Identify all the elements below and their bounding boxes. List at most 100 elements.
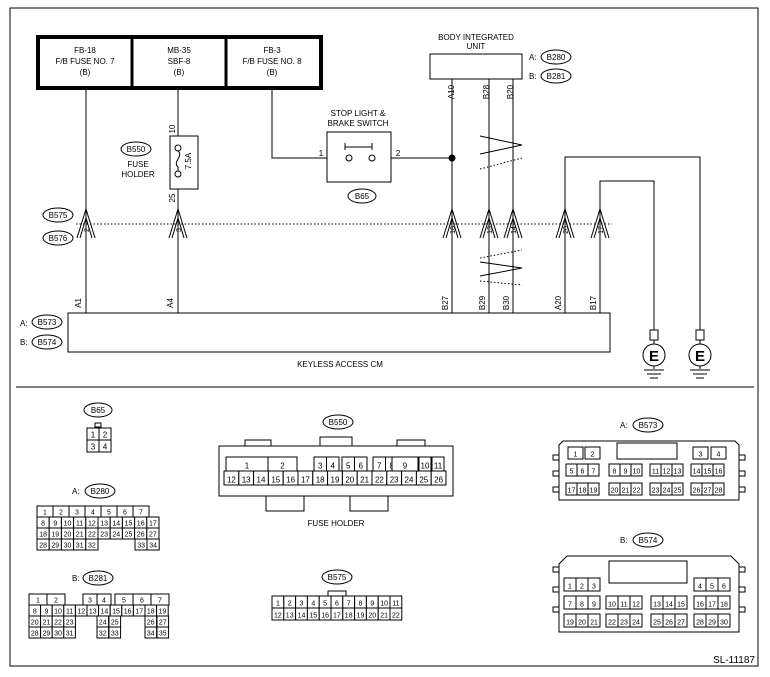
connector-view-tag (82, 570, 114, 586)
pin-number: 13 (89, 609, 97, 616)
pin-number: 5 (346, 462, 351, 471)
pin-number: 28 (31, 631, 39, 638)
pin-number: 14 (257, 476, 266, 485)
pin-number: 31 (76, 543, 84, 550)
connector-tag-b574 (31, 334, 63, 350)
pin-number: 7 (139, 510, 143, 517)
pin-number: 7 (158, 598, 162, 605)
pin-number: 16 (321, 613, 329, 620)
pin-number: 2 (591, 452, 595, 459)
pin-number: 23 (620, 620, 628, 627)
pin-number: 32 (99, 631, 107, 638)
pin-number: 4 (698, 584, 702, 591)
fuse-holder-box (169, 135, 199, 190)
pin-number: 12 (77, 609, 85, 616)
body-conn-b-prefix: B: (529, 72, 537, 81)
ground-tab (649, 329, 659, 341)
pin-number: 5 (323, 601, 327, 608)
connector-key (94, 422, 102, 428)
pin-number: 30 (720, 620, 728, 627)
pin-number: 2 (580, 584, 584, 591)
pin-cell (146, 538, 160, 551)
pin-number: 20 (368, 613, 376, 620)
body-conn-b-label: B281 (547, 72, 566, 81)
body-integrated-unit: BODY INTEGRATED UNIT A: B280 B: B281 A10… (429, 33, 572, 99)
pin-cell (567, 446, 584, 460)
pin-cell (587, 595, 601, 610)
switch-box (326, 131, 392, 183)
pin-number: 11 (652, 469, 659, 476)
pin-number: 2 (103, 431, 108, 440)
pin-label-b28: B28 (482, 84, 491, 99)
keyless-pin-b17: B17 (589, 295, 598, 310)
connector-view-label: B550 (329, 418, 348, 427)
connector-tag-b65 (347, 188, 377, 204)
pin-number: 1 (245, 462, 250, 471)
sbf-8-line1: MB-35 (167, 46, 191, 55)
fuse-holder-label1: FUSE (127, 160, 148, 169)
pin-number: 27 (149, 532, 157, 539)
wire-group (85, 79, 701, 330)
connector-view-tag (632, 532, 664, 548)
pin-number: 26 (693, 488, 701, 495)
switch-title1: STOP LIGHT & (331, 109, 386, 118)
pin-number: 11 (392, 601, 399, 608)
pin-number: 26 (665, 620, 673, 627)
connector-view-tag (632, 417, 664, 433)
pin-number: 25 (419, 476, 428, 485)
pin-number: 20 (31, 620, 39, 627)
joint-pin-2: 2 (76, 207, 96, 239)
pin-number: 20 (345, 476, 354, 485)
pin-number: 5 (570, 469, 574, 476)
pin-cell (710, 446, 727, 460)
fuse-element (175, 150, 181, 171)
body-unit-box (429, 53, 523, 80)
pin-number: 12 (274, 613, 282, 620)
pin-number: 29 (51, 543, 59, 550)
pin-number: 4 (717, 452, 721, 459)
pin-number: 11 (76, 521, 83, 528)
pin-number: 18 (579, 488, 587, 495)
pin-number: 21 (622, 488, 630, 495)
keyless-conn-b: B574 (38, 338, 57, 347)
stop-light-switch: STOP LIGHT & BRAKE SWITCH 1 2 B65 (319, 109, 401, 204)
joint-connector-bottom: B576 (49, 234, 68, 243)
fuse-holder-label2: HOLDER (121, 170, 155, 179)
pin-number: 17 (568, 488, 576, 495)
pin-number: 15 (677, 602, 685, 609)
pin-number: 24 (663, 488, 671, 495)
pin-number: 33 (137, 543, 145, 550)
pin-number: 20 (64, 532, 72, 539)
pin-number: 9 (53, 521, 57, 528)
pin-number: 22 (54, 620, 62, 627)
pin-number: 24 (99, 620, 107, 627)
switch-pin-2: 2 (396, 149, 401, 158)
twist-mark-dashed (479, 249, 523, 259)
connector-tag-b575 (42, 207, 74, 223)
pin-number: 6 (359, 462, 364, 471)
keyless-conn-b-prefix: B: (20, 338, 28, 347)
switch-terminal (368, 154, 376, 162)
pin-number: 10 (633, 469, 641, 476)
pin-cell (717, 595, 731, 610)
ground-left: E (642, 329, 666, 379)
pin-number: 19 (357, 613, 365, 620)
pin-number: 3 (91, 443, 96, 452)
ground-symbol: E (649, 348, 659, 365)
pin-cell (587, 577, 601, 592)
keyless-title: KEYLESS ACCESS CM (297, 360, 383, 369)
figure-id: SL-11187 (713, 655, 755, 666)
connector-view-label: B573 (639, 421, 658, 430)
fuse-7-line2: F/B FUSE NO. 7 (55, 57, 115, 66)
pin-number: 17 (301, 476, 310, 485)
joint-pin-label: 17 (598, 226, 605, 234)
pin-number: 22 (608, 620, 616, 627)
keyless-access-cm: KEYLESS ACCESS CM A: B573 B: B574 A1 A4 … (20, 295, 611, 369)
pin-number: 14 (693, 469, 701, 476)
pin-number: 27 (159, 620, 167, 627)
pin-cell (389, 607, 403, 621)
pin-number: 19 (159, 609, 167, 616)
keyless-pin-b27: B27 (441, 295, 450, 310)
